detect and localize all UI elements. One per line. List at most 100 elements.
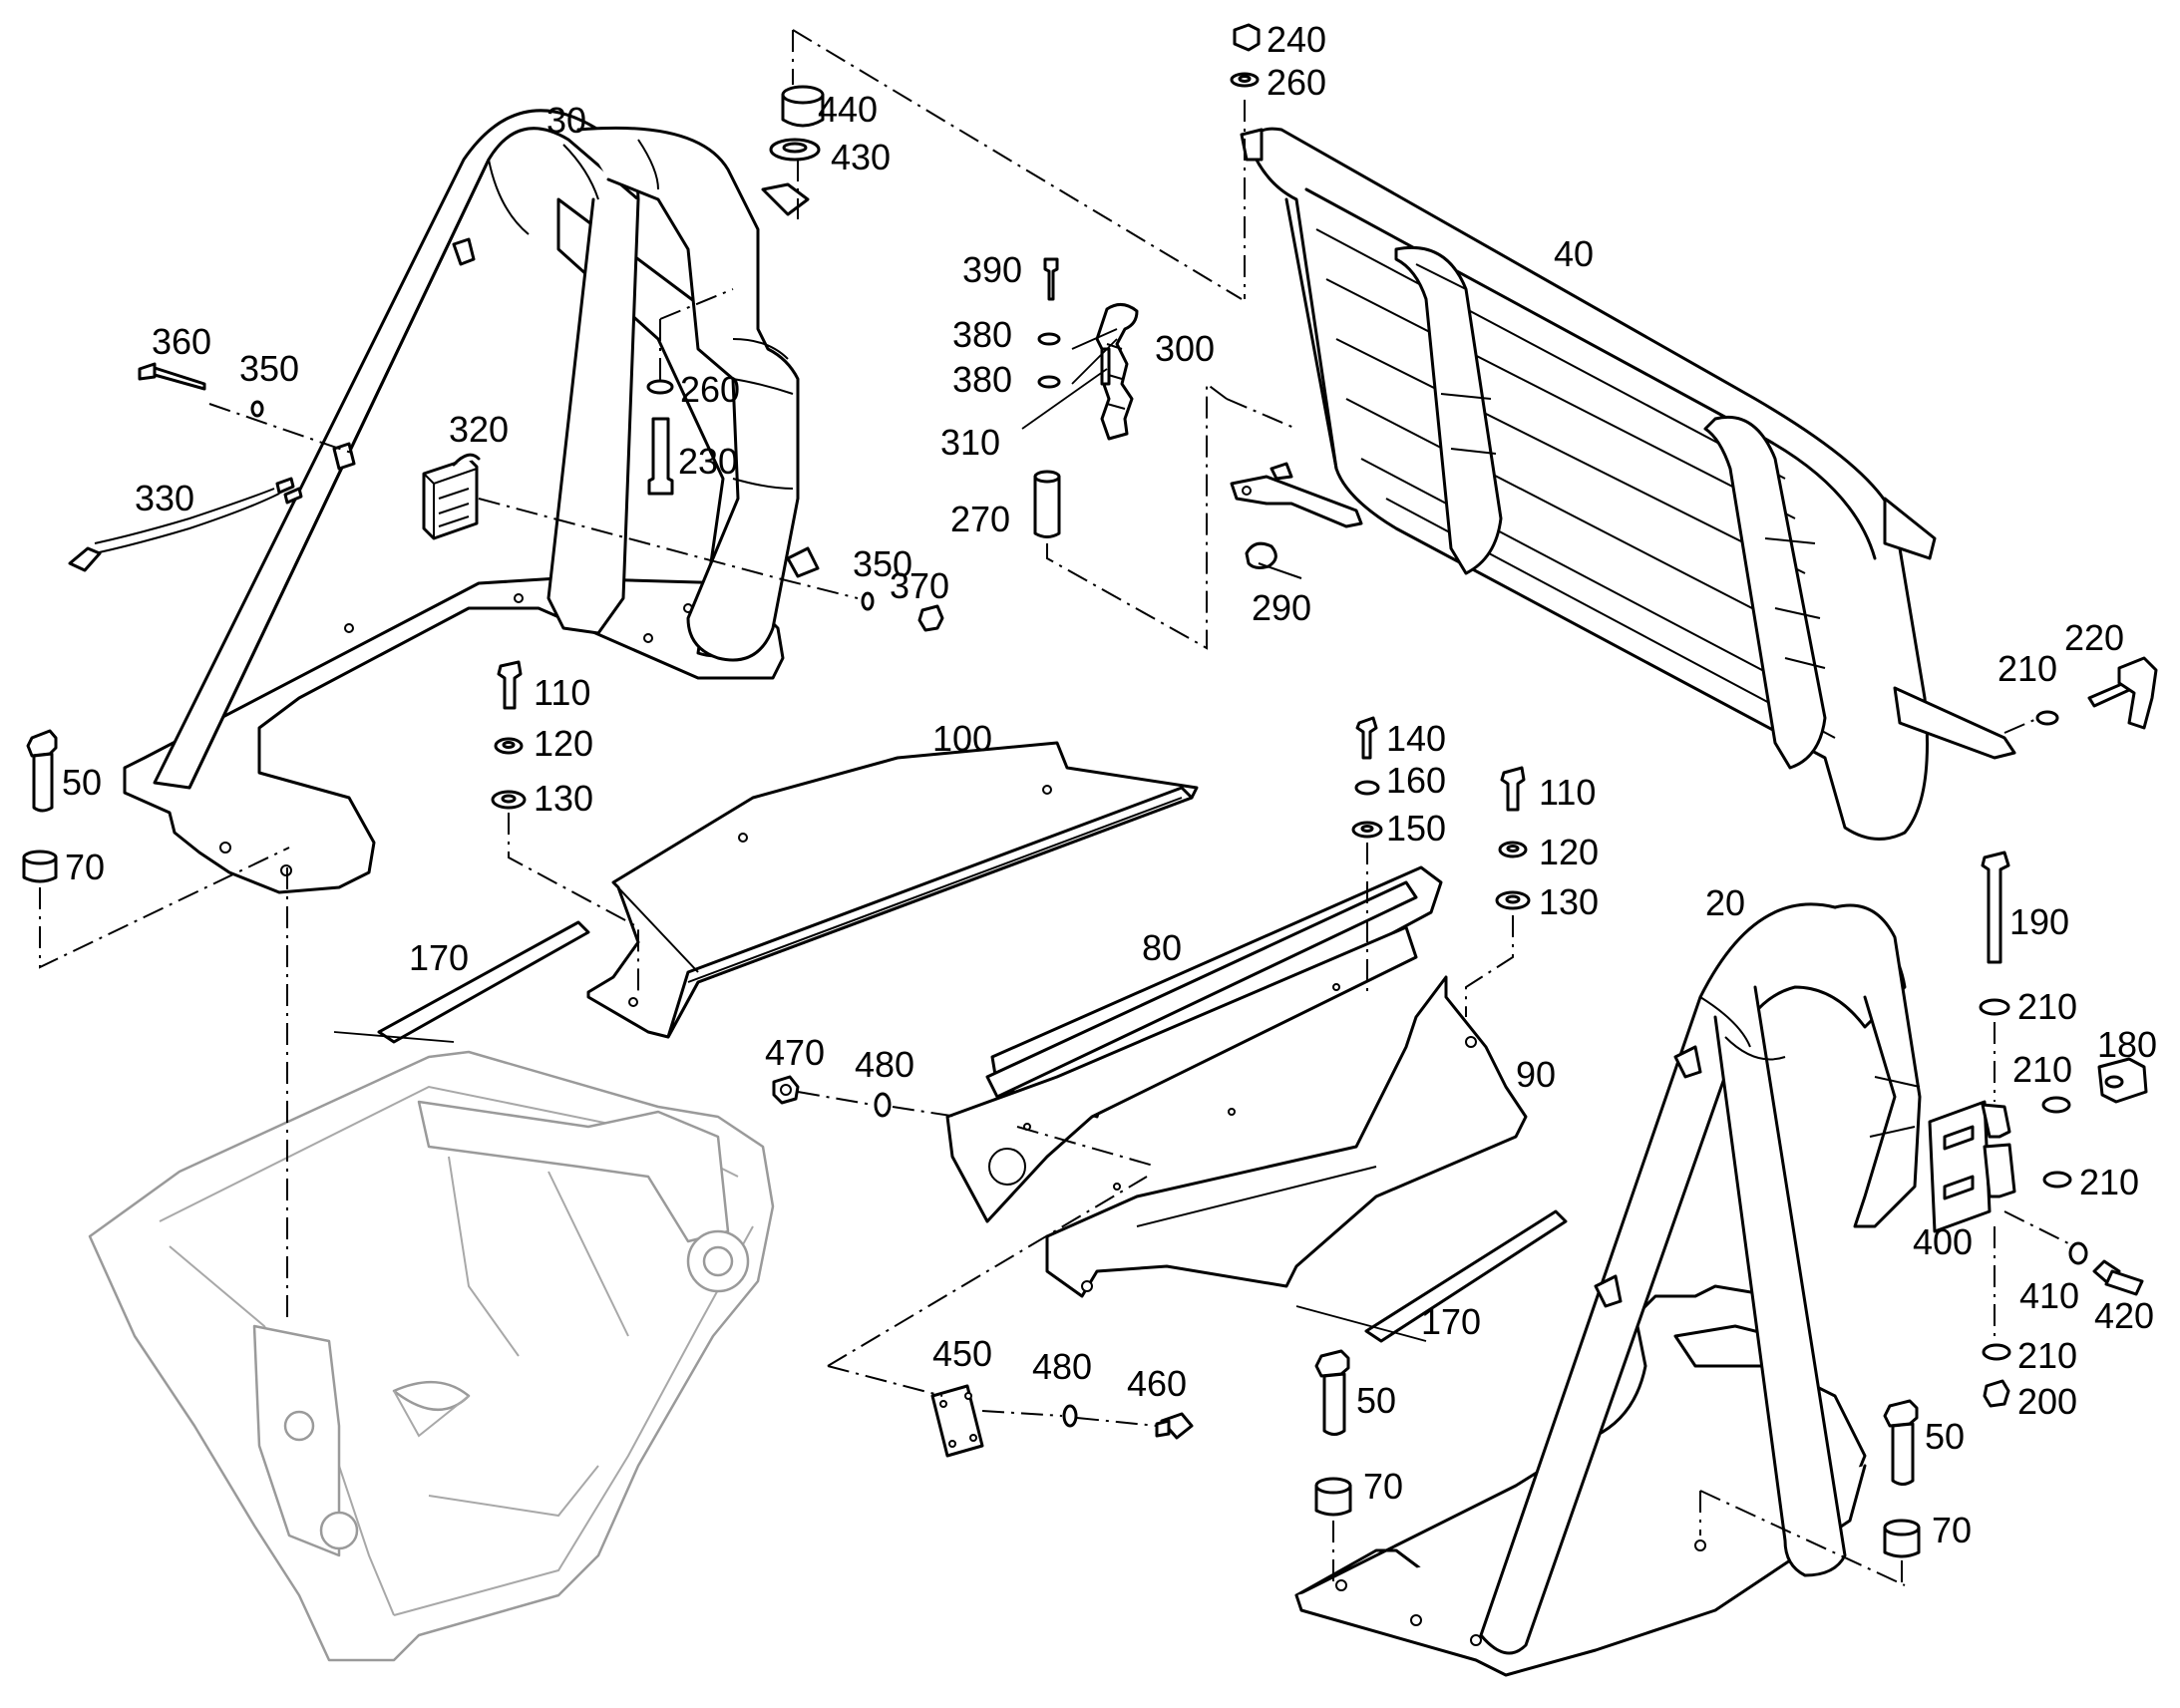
washer-260-top <box>1230 72 1260 88</box>
washer-480-upper <box>874 1092 892 1118</box>
washer-380-lower <box>1037 375 1061 389</box>
callout-50-middle: 50 <box>1356 1380 1396 1421</box>
bolt-190 <box>1981 851 2010 964</box>
callout-310: 310 <box>940 422 1000 463</box>
callout-480-upper: 480 <box>855 1044 914 1085</box>
linkage-290 <box>1230 462 1363 579</box>
callout-210-hinge-top: 210 <box>2017 986 2077 1027</box>
callout-440: 440 <box>818 89 878 130</box>
bolt-50-middle <box>1314 1349 1350 1436</box>
leader-lines <box>333 328 1427 1342</box>
callout-360: 360 <box>152 321 211 362</box>
callout-380-lower: 380 <box>952 359 1012 400</box>
washer-210-hinge-top <box>1979 998 2010 1016</box>
callout-270: 270 <box>950 499 1010 539</box>
callout-20: 20 <box>1705 882 1745 923</box>
bolt-50-left <box>26 729 58 813</box>
callout-120-right: 120 <box>1539 832 1599 872</box>
cable-harness-330 <box>68 477 303 572</box>
washer-260-mid <box>646 379 674 395</box>
washer-210-hinge-a <box>2041 1096 2071 1114</box>
callout-410: 410 <box>2019 1275 2079 1316</box>
callout-70-middle: 70 <box>1363 1466 1403 1507</box>
switch-320 <box>422 453 481 540</box>
callout-160: 160 <box>1386 760 1446 801</box>
callout-230: 230 <box>678 441 738 482</box>
cover-panel-90 <box>1045 975 1528 1298</box>
seal-strip-170-right <box>1364 1209 1568 1343</box>
assembly-lines <box>39 29 2075 1586</box>
callout-210-bottom: 210 <box>2017 1335 2077 1376</box>
callout-110-left: 110 <box>534 672 590 713</box>
callout-150: 150 <box>1386 808 1446 849</box>
rollbar-frame-30 <box>123 109 820 894</box>
callout-210-gate: 210 <box>1998 648 2057 689</box>
callout-170-right: 170 <box>1421 1301 1481 1342</box>
spacer-70-middle <box>1314 1477 1352 1517</box>
callout-300: 300 <box>1155 328 1215 369</box>
callout-220: 220 <box>2064 617 2124 658</box>
callout-80: 80 <box>1142 927 1182 968</box>
callout-460: 460 <box>1127 1363 1187 1404</box>
washer-210-hinge-b <box>2042 1171 2072 1189</box>
bolt-140 <box>1355 716 1378 760</box>
bolt-50-right <box>1883 1399 1919 1486</box>
callout-70-right: 70 <box>1932 1510 1972 1550</box>
callout-90: 90 <box>1516 1054 1556 1095</box>
callout-120-left: 120 <box>534 723 593 764</box>
bolt-110-left <box>497 660 523 710</box>
callout-50-right: 50 <box>1925 1416 1965 1457</box>
callout-370: 370 <box>890 565 949 606</box>
callout-190: 190 <box>2009 901 2069 942</box>
callout-30: 30 <box>546 100 586 141</box>
callout-350-right: 350 <box>853 543 912 584</box>
callout-480-lower: 480 <box>1032 1346 1092 1387</box>
callout-470: 470 <box>765 1032 825 1073</box>
callout-320: 320 <box>449 409 509 450</box>
callout-400: 400 <box>1913 1221 1973 1262</box>
washer-350-left <box>250 400 264 418</box>
washer-430 <box>769 138 821 162</box>
callout-240: 240 <box>1267 19 1326 60</box>
callout-290: 290 <box>1252 587 1311 628</box>
callout-110-right: 110 <box>1539 772 1596 813</box>
washer-120-right <box>1498 841 1528 858</box>
seal-strip-170-left <box>377 920 590 1044</box>
washer-120-left <box>494 737 524 755</box>
nut-240 <box>1233 23 1261 52</box>
spacer-70-right <box>1883 1519 1921 1558</box>
washer-150 <box>1351 821 1383 839</box>
washer-410 <box>2068 1241 2088 1265</box>
callout-390: 390 <box>962 249 1022 290</box>
washer-160 <box>1354 780 1380 796</box>
callout-70-left: 70 <box>65 847 105 887</box>
bolt-110-right <box>1500 766 1526 812</box>
bolt-460 <box>1155 1412 1194 1440</box>
bolt-230 <box>647 417 674 496</box>
callout-100: 100 <box>932 718 992 759</box>
washer-210-gate <box>2035 710 2059 726</box>
locking-lever-220 <box>2087 656 2158 730</box>
callout-450: 450 <box>932 1333 992 1374</box>
callout-210-hinge-a: 210 <box>2012 1049 2072 1090</box>
machine-body-ghost <box>88 1050 775 1662</box>
washer-130-left <box>491 790 527 810</box>
callout-350-left: 350 <box>239 348 299 389</box>
cover-panel-80 <box>945 865 1443 1223</box>
callout-260-mid: 260 <box>680 369 740 410</box>
washer-480-lower <box>1062 1404 1078 1428</box>
washer-350-right <box>861 591 875 611</box>
callout-140: 140 <box>1386 718 1446 759</box>
callout-200: 200 <box>2017 1381 2077 1422</box>
gate-frame-40 <box>1240 127 2016 841</box>
callout-50-left: 50 <box>62 762 102 803</box>
rollbar-frame-20 <box>1294 902 1922 1677</box>
spacer-70-left <box>22 850 58 883</box>
callout-130-left: 130 <box>534 778 593 819</box>
callout-40: 40 <box>1554 233 1594 274</box>
callout-180: 180 <box>2097 1024 2157 1065</box>
callout-labels: 30 440 430 240 260 40 390 380 380 300 31… <box>62 19 2157 1550</box>
cover-panel-100 <box>586 741 1199 1039</box>
